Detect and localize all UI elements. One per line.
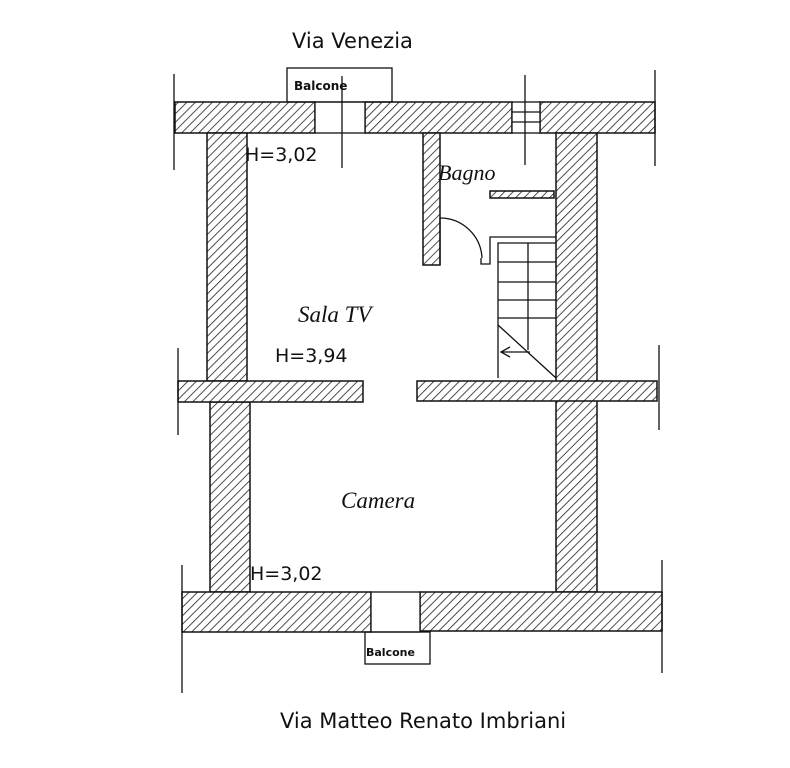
- wall-bottom-right: [419, 591, 663, 632]
- street-bottom: Via Matteo Renato Imbriani: [280, 709, 566, 733]
- wall-top-mid: [364, 101, 513, 134]
- height-camera: H=3,02: [250, 563, 323, 585]
- balcony-door-bottom: [370, 591, 421, 633]
- door-swing-arc: [439, 217, 483, 259]
- wall-left-upper: [206, 132, 248, 382]
- wall-bottom-left: [181, 591, 372, 633]
- window-top: [511, 101, 541, 134]
- lines: [173, 67, 663, 693]
- staircase: [497, 243, 557, 379]
- room-bagno-label: Bagno: [438, 160, 495, 185]
- wall-left-lower: [209, 401, 251, 593]
- wall-middle-right: [416, 380, 658, 402]
- walls: [174, 101, 663, 633]
- wall-bathroom: [422, 132, 441, 266]
- height-top-left: H=3,02: [245, 144, 318, 166]
- room-camera-label: Camera: [341, 488, 415, 513]
- wall-bathroom-shelf: [489, 190, 555, 199]
- height-sala-tv: H=3,94: [275, 345, 348, 367]
- balcony-bottom-label: Balcone: [366, 646, 415, 659]
- wall-top-left: [174, 101, 316, 134]
- balcony-bottom: [364, 631, 431, 665]
- room-sala-tv-label: Sala TV: [298, 302, 374, 327]
- street-top: Via Venezia: [292, 29, 413, 53]
- wall-top-right: [539, 101, 656, 134]
- wall-middle-left: [177, 380, 364, 403]
- balcony-top-label: Balcone: [294, 79, 347, 93]
- wall-right: [555, 132, 598, 593]
- balcony-top: [286, 67, 393, 103]
- balcony-door-top: [314, 101, 366, 134]
